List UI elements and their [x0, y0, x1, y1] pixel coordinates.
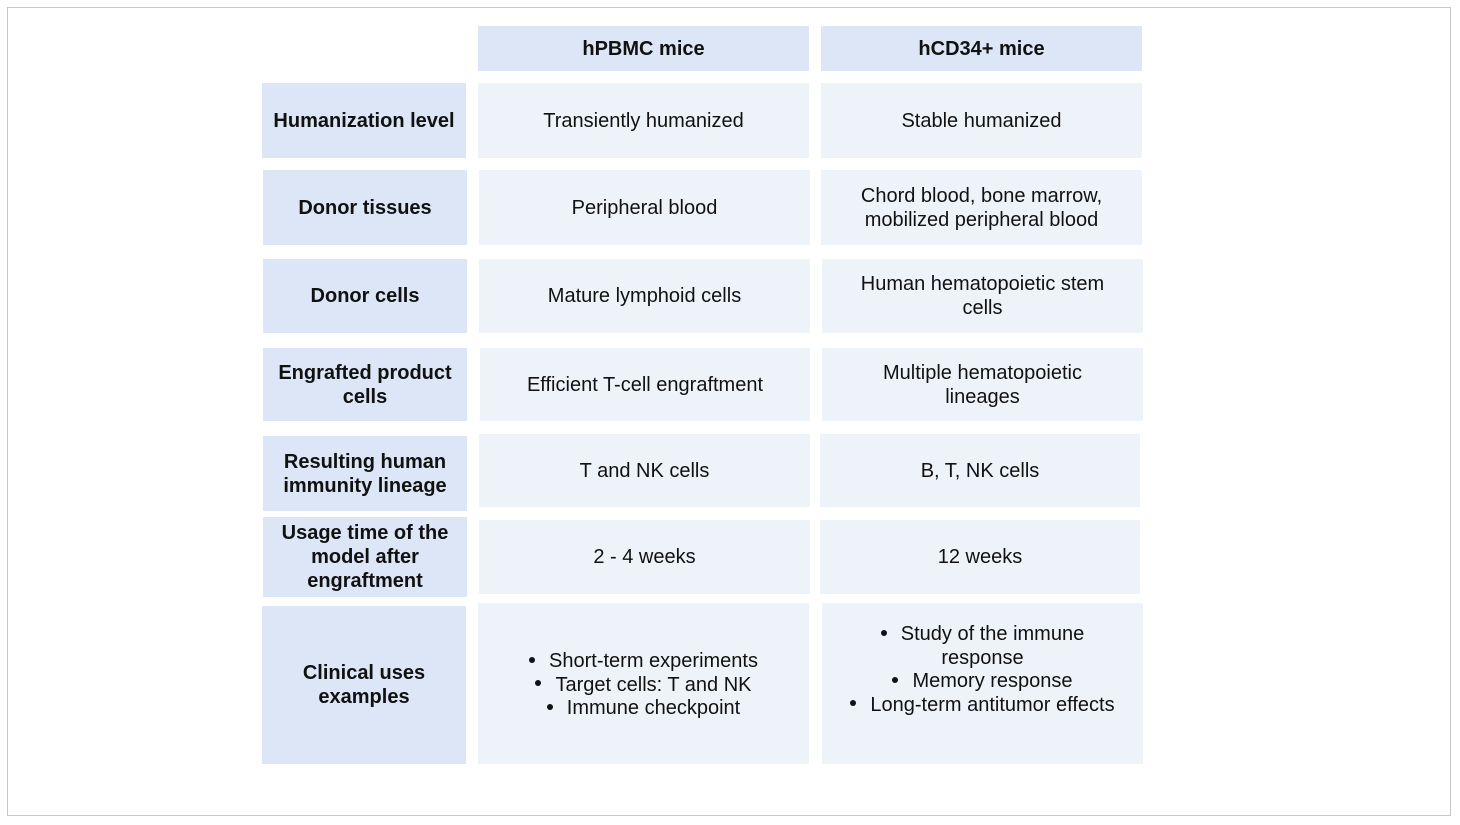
list-item: Long-term antitumor effects: [832, 694, 1133, 718]
row-label-usage-time: Usage time of the model after engraftmen…: [263, 517, 467, 597]
list-item: Immune checkpoint: [529, 697, 758, 721]
cell-engrafted-hpbmc: Efficient T-cell engraftment: [480, 348, 810, 421]
bullet-icon: [880, 629, 887, 636]
bullet-icon: [850, 700, 857, 707]
list-item: Short-term experiments: [529, 650, 758, 674]
cell-humanization-hcd34: Stable humanized: [821, 83, 1142, 158]
cell-humanization-hpbmc: Transiently humanized: [478, 83, 809, 158]
cell-usage-hcd34: 12 weeks: [820, 520, 1140, 594]
cell-donor-cells-hcd34: Human hematopoietic stem cells: [822, 259, 1143, 333]
cell-clinical-hcd34: Study of the immune response Memory resp…: [822, 603, 1143, 764]
cell-donor-tissues-hcd34: Chord blood, bone marrow, mobilized peri…: [821, 170, 1142, 245]
bullet-icon: [529, 656, 536, 663]
row-label-donor-cells: Donor cells: [263, 259, 467, 333]
bullet-icon: [892, 676, 899, 683]
bullet-icon: [535, 680, 542, 687]
list-item: Memory response: [832, 670, 1133, 694]
column-header-hcd34: hCD34+ mice: [821, 26, 1142, 71]
list-item: Study of the immune response: [832, 623, 1133, 670]
column-header-hpbmc: hPBMC mice: [478, 26, 809, 71]
row-label-humanization-level: Humanization level: [262, 83, 466, 158]
cell-lineage-hcd34: B, T, NK cells: [820, 434, 1140, 507]
row-label-resulting-lineage: Resulting human immunity lineage: [263, 436, 467, 511]
cell-donor-tissues-hpbmc: Peripheral blood: [479, 170, 810, 245]
row-label-engrafted-product-cells: Engrafted product cells: [263, 348, 467, 421]
cell-engrafted-hcd34: Multiple hematopoietic lineages: [822, 348, 1143, 421]
cell-clinical-hpbmc: Short-term experiments Target cells: T a…: [478, 603, 809, 764]
cell-donor-cells-hpbmc: Mature lymphoid cells: [479, 259, 810, 333]
row-label-donor-tissues: Donor tissues: [263, 170, 467, 245]
clinical-list-hcd34: Study of the immune response Memory resp…: [832, 623, 1133, 717]
cell-lineage-hpbmc: T and NK cells: [479, 434, 810, 507]
list-item: Target cells: T and NK: [529, 674, 758, 698]
cell-usage-hpbmc: 2 - 4 weeks: [479, 520, 810, 594]
row-label-clinical-uses: Clinical uses examples: [262, 606, 466, 764]
bullet-icon: [546, 703, 553, 710]
clinical-list-hpbmc: Short-term experiments Target cells: T a…: [529, 650, 758, 721]
